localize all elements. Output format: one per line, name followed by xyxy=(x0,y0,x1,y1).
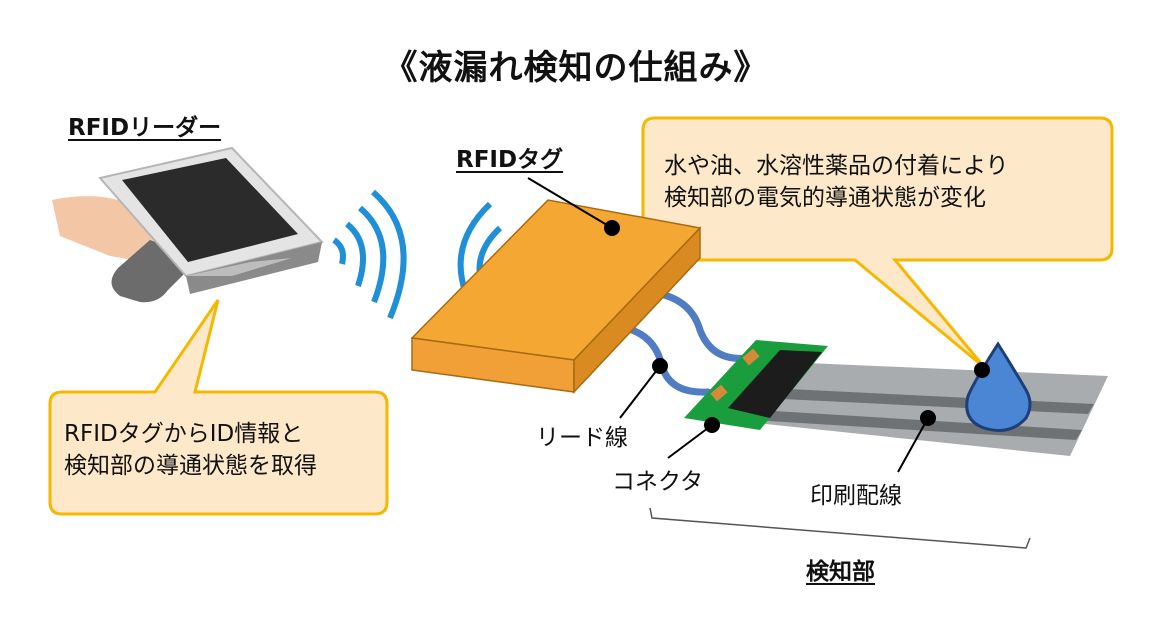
reader-bottom xyxy=(186,258,292,276)
connector-label: コネクタ xyxy=(612,469,704,495)
left-callout-line-1: RFIDタグからID情報と xyxy=(64,421,304,447)
detection-bracket xyxy=(649,507,1031,549)
connector-board xyxy=(684,340,828,430)
leader-lines xyxy=(527,177,929,473)
printed-wiring-label: 印刷配線 xyxy=(810,483,902,509)
reader-screen xyxy=(122,158,298,262)
page-title: 《液漏れ検知の仕組み》 xyxy=(383,48,769,88)
rfid-reader-illustration xyxy=(52,146,324,303)
rfid-tag-box xyxy=(410,199,702,394)
reader-label: RFIDリーダー xyxy=(68,115,222,141)
lead-wire-label: リード線 xyxy=(536,425,628,451)
left-callout-bubble xyxy=(48,299,389,516)
top-callout-text: 水や油、水溶性薬品の付着により 検知部の電気的導通状態が変化 xyxy=(664,150,1104,214)
left-callout-line-2: 検知部の導通状態を取得 xyxy=(64,453,317,479)
reader-waves xyxy=(332,189,407,320)
tag-label: RFIDタグ xyxy=(456,147,564,173)
detection-part-label: 検知部 xyxy=(806,559,875,585)
top-callout-line-1: 水や油、水溶性薬品の付着により xyxy=(664,153,1009,179)
top-callout-line-2: 検知部の電気的導通状態が変化 xyxy=(664,185,986,211)
leader-dots xyxy=(604,220,990,433)
left-callout-text: RFIDタグからID情報と 検知部の導通状態を取得 xyxy=(64,418,384,482)
top-callout-bubble xyxy=(641,116,1114,370)
water-drop-icon xyxy=(965,341,1032,432)
